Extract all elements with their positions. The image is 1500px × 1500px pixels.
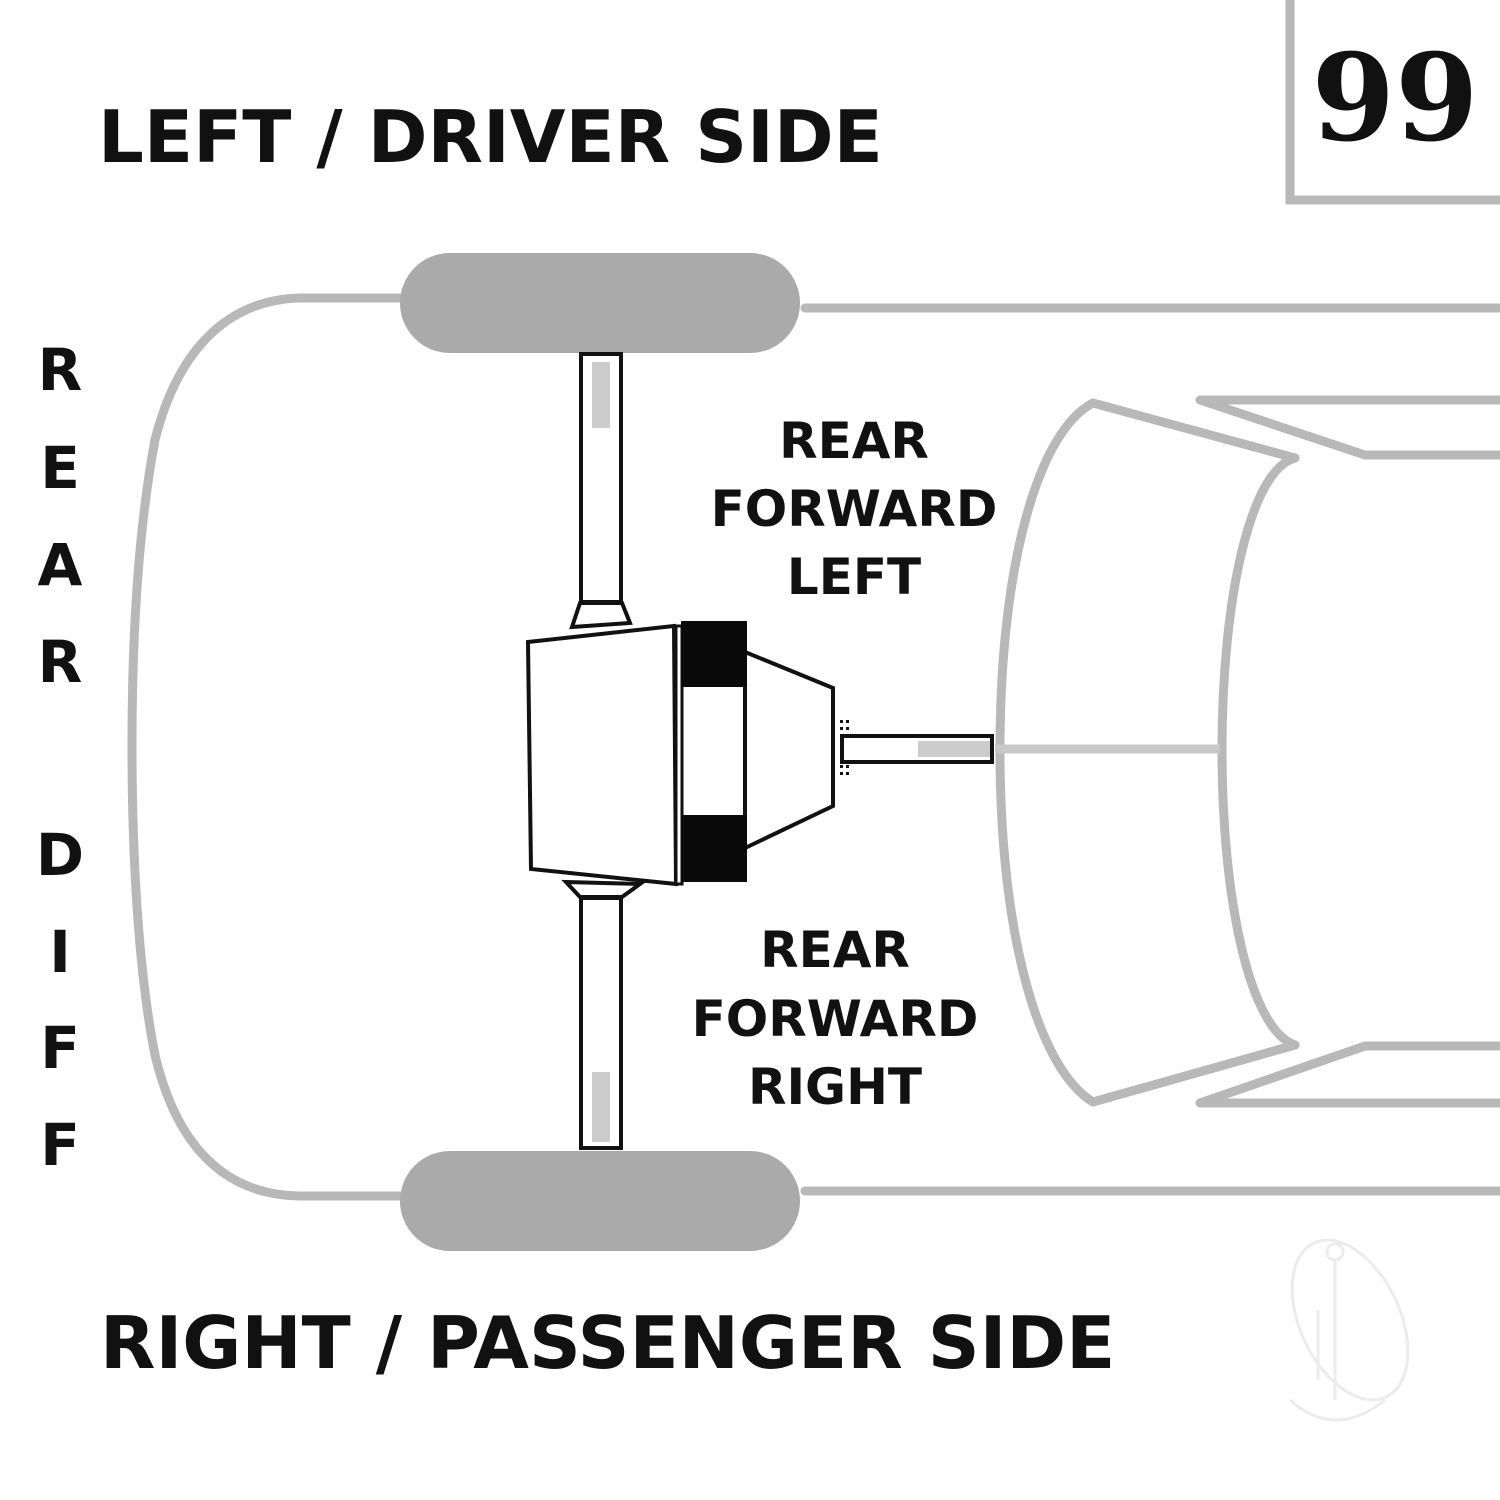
mount-label-line: REAR [779, 412, 929, 470]
lower-door-line [1195, 1041, 1500, 1108]
vertical-letter: F [40, 1111, 80, 1179]
vertical-letter: F [40, 1014, 80, 1082]
vertical-letter: A [38, 531, 83, 599]
differential-cover-plate [674, 624, 684, 886]
cabin-top-edge [1088, 398, 1300, 463]
vertical-letter: I [49, 918, 71, 986]
vertical-letter: R [38, 336, 83, 404]
right-axle-flare [561, 879, 646, 899]
watermark-logo [1289, 1238, 1410, 1422]
mount-label-line: FORWARD [711, 480, 998, 538]
mount-label-line: FORWARD [692, 990, 979, 1048]
mount-label-line: REAR [760, 921, 910, 979]
driver-side-label: LEFT / DRIVER SIDE [98, 95, 883, 179]
pinion-shaft [840, 734, 994, 764]
diagram-number-box: 99 [1285, 0, 1500, 205]
rear-body-contour [127, 293, 405, 1201]
pinion-nose [743, 649, 835, 852]
diagram-number: 99 [1312, 28, 1479, 169]
left-axle-shaft [579, 352, 623, 604]
location-vertical-label: R E A R D I F F [36, 336, 84, 1179]
mount-forward-left [681, 621, 747, 687]
passenger-side-label: RIGHT / PASSENGER SIDE [100, 1301, 1115, 1385]
mount-label-line: RIGHT [748, 1058, 922, 1116]
number-box-border [1285, 0, 1500, 205]
pinion-flange-bolts [840, 720, 849, 775]
mount-label-forward-left: REAR FORWARD LEFT [711, 412, 998, 606]
seat-curve [1217, 453, 1300, 1050]
mount-label-forward-right: REAR FORWARD RIGHT [692, 921, 979, 1116]
mount-label-line: LEFT [787, 548, 921, 606]
vertical-letter: E [40, 434, 80, 502]
right-rear-tire [400, 1151, 800, 1251]
left-rear-tire [400, 253, 800, 353]
upper-door-line [1195, 395, 1500, 460]
left-axle-flare [569, 601, 633, 630]
vertical-letter: R [38, 628, 83, 696]
differential-housing [525, 623, 679, 887]
vertical-letter: D [36, 821, 84, 889]
right-axle-shaft [579, 896, 623, 1150]
mount-forward-right [681, 815, 747, 882]
